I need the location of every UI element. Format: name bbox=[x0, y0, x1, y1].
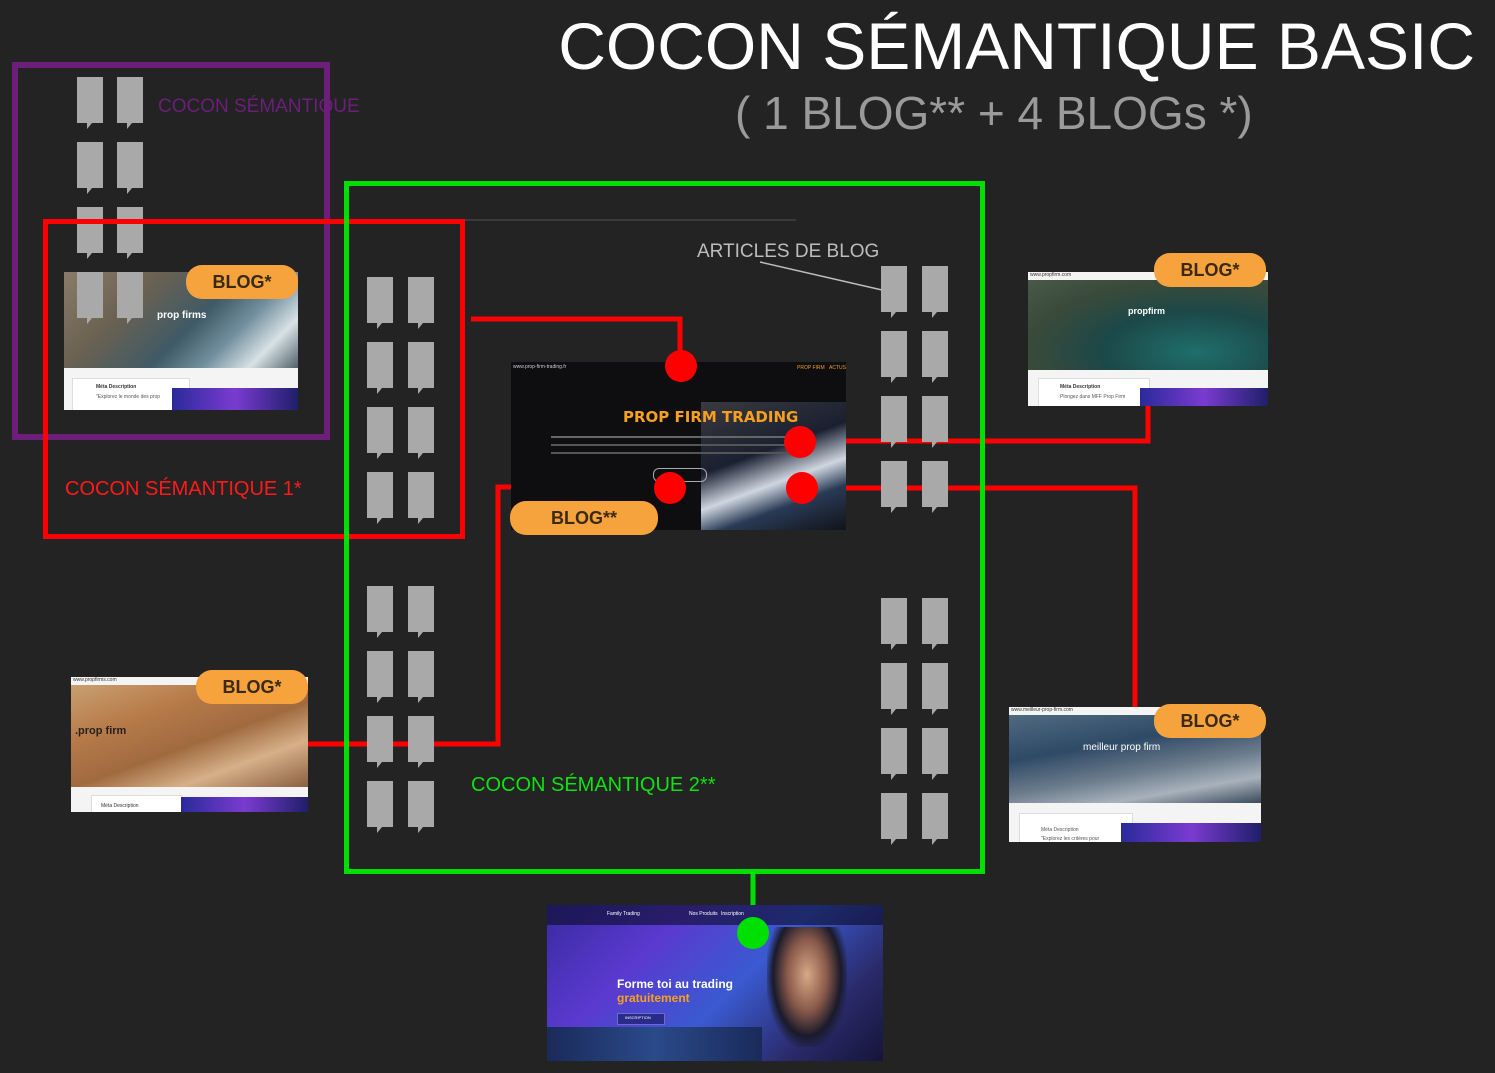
blog-badge-bottom-left: BLOG* bbox=[196, 670, 308, 704]
article-page-icon bbox=[881, 266, 907, 318]
blog-top-left-meta: Méta Description bbox=[96, 384, 137, 390]
article-page-icon bbox=[367, 342, 393, 394]
blog-bottom-right-meta-sub: "Explorez les critères pour bbox=[1041, 836, 1100, 842]
purple-cocon-box bbox=[12, 62, 330, 440]
blog-bottom-left-url: www.propfirms.com bbox=[73, 677, 117, 683]
blog-bottom-right-meta: Méta Description bbox=[1041, 827, 1079, 833]
article-page-icon bbox=[881, 663, 907, 715]
main-site-headline: Forme toi au trading bbox=[617, 977, 734, 991]
blog-badge-bottom-right: BLOG* bbox=[1154, 704, 1266, 738]
main-site-headline2: gratuitement bbox=[617, 991, 690, 1005]
article-page-icon bbox=[922, 396, 948, 448]
article-page-icon bbox=[922, 266, 948, 318]
red-connector-bottom-right bbox=[802, 485, 1138, 707]
blog-bottom-left-heading: .prop firm bbox=[75, 725, 127, 737]
blog-screenshot-top-right: www.propfirm.com propfirm Méta Descripti… bbox=[1028, 272, 1268, 406]
article-page-icon bbox=[922, 663, 948, 715]
main-site-nav1: Nos Produits bbox=[689, 911, 718, 917]
blog-badge-top-right: BLOG* bbox=[1154, 253, 1266, 287]
cocon-semantique-label: COCON SÉMANTIQUE bbox=[158, 96, 360, 117]
divider-line bbox=[462, 219, 796, 221]
article-page-icon bbox=[881, 598, 907, 650]
article-page-icon bbox=[367, 586, 393, 638]
blog-center-heading: PROP FIRM TRADING bbox=[623, 408, 799, 426]
article-page-icon bbox=[117, 77, 143, 129]
page-subtitle: ( 1 BLOG** + 4 BLOGs *) bbox=[735, 87, 1253, 139]
main-site-nav2: Inscription bbox=[721, 911, 744, 917]
article-page-icon bbox=[881, 793, 907, 845]
article-page-icon bbox=[408, 651, 434, 703]
blog-badge-top-left: BLOG* bbox=[186, 265, 298, 299]
article-page-icon bbox=[408, 277, 434, 329]
article-page-icon bbox=[922, 793, 948, 845]
blog-center-nav2: ACTUS bbox=[829, 365, 846, 371]
red-dot-center-top bbox=[665, 350, 697, 382]
red-dot-center-right-2 bbox=[786, 472, 818, 504]
article-page-icon bbox=[881, 728, 907, 780]
article-page-icon bbox=[117, 272, 143, 324]
article-page-icon bbox=[367, 472, 393, 524]
page-title: COCON SÉMANTIQUE BASIC bbox=[558, 9, 1475, 83]
article-page-icon bbox=[881, 461, 907, 513]
articles-label: ARTICLES DE BLOG bbox=[697, 241, 880, 262]
blog-top-left-heading: prop firms bbox=[157, 310, 207, 321]
blog-bottom-right-url: www.meilleur-prop-firm.com bbox=[1011, 707, 1073, 713]
article-page-icon bbox=[408, 586, 434, 638]
article-page-icon bbox=[922, 598, 948, 650]
article-page-icon bbox=[408, 472, 434, 524]
article-page-icon bbox=[408, 342, 434, 394]
blog-bottom-right-heading: meilleur prop firm bbox=[1083, 742, 1161, 753]
blog-center-url: www.prop-firm-trading.fr bbox=[513, 364, 567, 370]
article-page-icon bbox=[367, 407, 393, 459]
blog-top-right-meta-sub: Plongez dans MFF Prop Firm bbox=[1060, 394, 1126, 400]
blog-center-nav1: PROP FIRM bbox=[797, 365, 825, 371]
article-page-icon bbox=[77, 77, 103, 129]
blog-top-left-meta-sub: "Explorez le monde des prop bbox=[96, 394, 161, 400]
blog-bottom-left-meta: Méta Description bbox=[101, 803, 139, 809]
red-dot-center-left bbox=[654, 472, 686, 504]
article-page-icon bbox=[367, 781, 393, 833]
article-page-icon bbox=[77, 272, 103, 324]
article-page-icon bbox=[922, 728, 948, 780]
article-page-icon bbox=[367, 716, 393, 768]
main-site-brand: Family Trading bbox=[607, 911, 640, 917]
cocon-1-label: COCON SÉMANTIQUE 1* bbox=[65, 478, 302, 500]
main-site-button: INSCRIPTION bbox=[625, 1015, 651, 1020]
green-cocon-box bbox=[344, 181, 985, 874]
blog-top-right-meta: Méta Description bbox=[1060, 384, 1101, 390]
green-dot-main-site bbox=[737, 917, 769, 949]
blog-top-right-url: www.propfirm.com bbox=[1030, 272, 1072, 278]
article-page-icon bbox=[881, 331, 907, 383]
red-dot-center-right-1 bbox=[784, 426, 816, 458]
blog-screenshot-bottom-right: www.meilleur-prop-firm.com meilleur prop… bbox=[1009, 707, 1261, 842]
article-page-icon bbox=[408, 781, 434, 833]
blog-top-right-heading: propfirm bbox=[1128, 306, 1165, 316]
article-page-icon bbox=[367, 277, 393, 329]
blog-badge-center: BLOG** bbox=[510, 501, 658, 535]
article-page-icon bbox=[408, 716, 434, 768]
article-page-icon bbox=[881, 396, 907, 448]
cocon-2-label: COCON SÉMANTIQUE 2** bbox=[471, 774, 716, 796]
article-page-icon bbox=[117, 142, 143, 194]
article-page-icon bbox=[922, 331, 948, 383]
main-site-screenshot: Family Trading Nos Produits Inscription … bbox=[547, 905, 883, 1061]
red-connector-cocon1 bbox=[471, 316, 683, 362]
article-page-icon bbox=[367, 651, 393, 703]
article-page-icon bbox=[77, 142, 103, 194]
blog-screenshot-bottom-left: www.propfirms.com .prop firm Méta Descri… bbox=[71, 677, 308, 812]
article-page-icon bbox=[408, 407, 434, 459]
article-page-icon bbox=[922, 461, 948, 513]
red-connector-top-right bbox=[800, 405, 1151, 444]
red-cocon-box bbox=[43, 219, 465, 539]
